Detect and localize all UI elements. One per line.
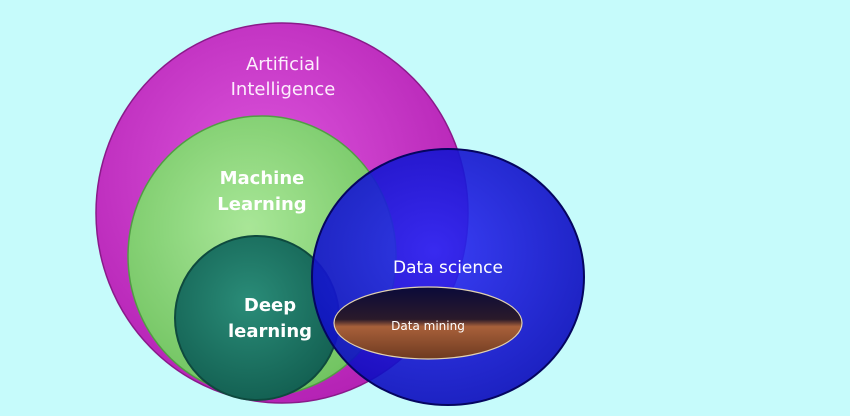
ds-label: Data science xyxy=(393,258,503,278)
dl-label-line2: learning xyxy=(228,321,312,342)
ai-label-line1: Artificial xyxy=(246,54,320,75)
ai-label-line2: Intelligence xyxy=(231,79,336,100)
dm-label: Data mining xyxy=(391,319,465,333)
ml-label-line2: Learning xyxy=(217,194,306,215)
ml-label-line1: Machine xyxy=(220,168,305,189)
dl-label-line1: Deep xyxy=(244,295,296,316)
dm-ellipse xyxy=(333,286,523,360)
